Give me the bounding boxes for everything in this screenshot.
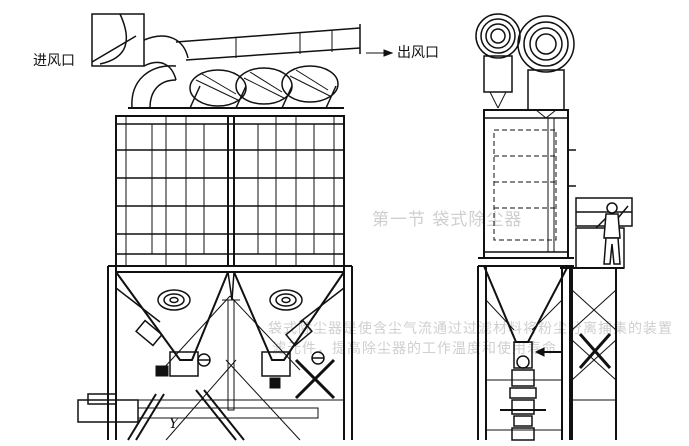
side-discharge [500, 355, 546, 441]
outlet-label: 出风口 [396, 45, 440, 61]
front-elevation [77, 13, 361, 441]
side-hopper [477, 257, 574, 440]
inlet-duct [91, 13, 361, 81]
side-elevation [475, 13, 633, 441]
side-housing [483, 109, 576, 259]
side-platform [534, 197, 633, 440]
front-discharge [77, 319, 336, 441]
inlet-label: 进风口 [32, 53, 76, 69]
front-support-frame [107, 266, 353, 441]
outlet-arrow [366, 49, 394, 57]
branch-pipes [128, 65, 344, 109]
front-housing [108, 115, 352, 267]
y-mark-label: Y [169, 416, 179, 432]
side-fans [475, 13, 575, 119]
front-hoppers [115, 271, 345, 411]
